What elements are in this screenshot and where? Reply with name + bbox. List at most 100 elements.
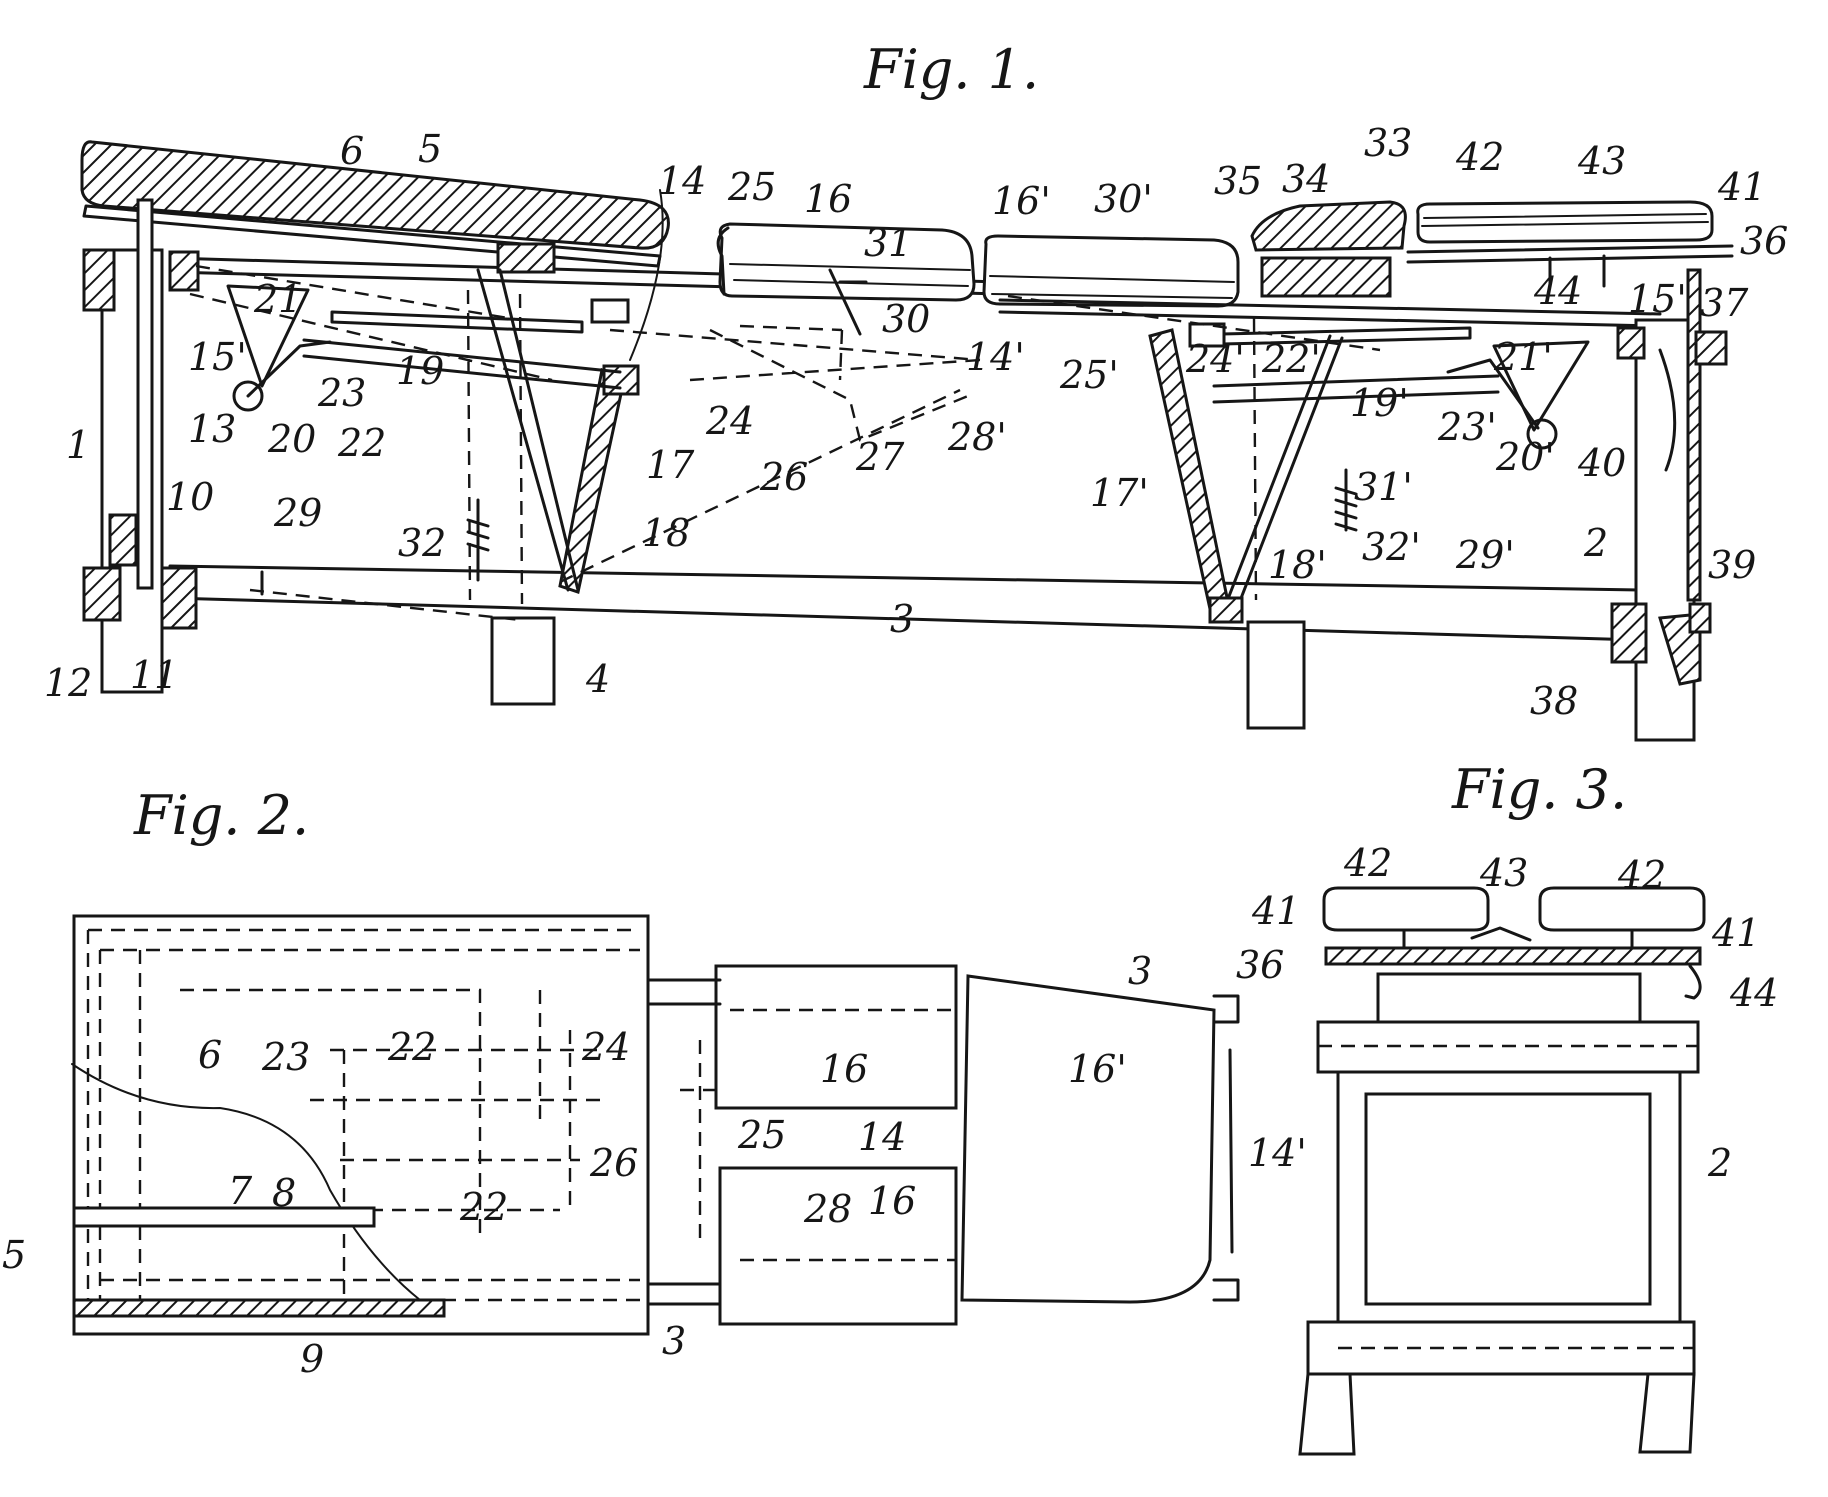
rod-19	[302, 338, 622, 390]
ref-numeral: 16'	[992, 179, 1051, 223]
bottom-rail-3	[168, 564, 1642, 592]
cushion-42-right	[1538, 886, 1706, 932]
leg-right-end	[1638, 1372, 1696, 1454]
link-40	[1658, 348, 1677, 472]
seat-cushion-16	[718, 222, 976, 302]
ref-numeral: 36	[1740, 219, 1788, 263]
hook-44-end	[1684, 964, 1702, 1000]
leg-rest-lines	[1421, 213, 1709, 227]
wedge-21	[226, 284, 310, 388]
block-24	[590, 298, 630, 324]
ref-numeral: 31'	[1354, 465, 1413, 509]
center-hidden	[680, 1008, 956, 1262]
ref-numeral: 8	[272, 1171, 296, 1215]
ref-numeral: 19	[396, 349, 444, 393]
brace-pivot-right	[1208, 596, 1244, 624]
ref-numeral: 7	[228, 1169, 253, 1213]
ref-numeral: 3	[662, 1319, 686, 1363]
block-12	[82, 566, 122, 622]
ref-numeral: 25	[727, 165, 776, 209]
link-23prime	[1446, 358, 1540, 430]
bracket-43	[1402, 926, 1634, 950]
brace-18	[476, 268, 580, 592]
bracket-39	[1688, 602, 1712, 634]
ref-numeral: 38	[1530, 679, 1578, 723]
ref-numeral: 26	[759, 455, 808, 499]
ref-numeral: 35	[1214, 159, 1262, 203]
ref-numeral: 18	[642, 511, 690, 555]
ref-numeral: 20'	[1495, 435, 1555, 479]
ref-numeral: 32	[398, 521, 446, 565]
leg-left-end	[1298, 1372, 1356, 1456]
plate-36	[1406, 244, 1734, 264]
fig1-title: Fig. 1.	[863, 38, 1039, 101]
ref-numeral: 30'	[1094, 177, 1153, 221]
rail-block-head	[168, 250, 200, 292]
link-23	[246, 340, 332, 398]
ref-numeral: 18'	[1268, 543, 1327, 587]
fig3-title: Fig. 3.	[1451, 758, 1627, 821]
spring-32prime	[1334, 468, 1358, 532]
ref-numeral: 24	[581, 1025, 630, 1069]
ref-numeral: 19'	[1350, 381, 1409, 425]
post-37	[1686, 268, 1702, 602]
plan-hidden-frame	[86, 928, 640, 1320]
center-pad-2	[718, 1166, 958, 1326]
seat-16prime-stripe	[989, 275, 1235, 299]
ref-numeral: 44	[1533, 269, 1582, 313]
brace-pivot-left	[602, 364, 640, 396]
ref-numeral: 36	[1236, 943, 1284, 987]
plate-36-end	[1324, 946, 1702, 966]
ref-numeral: 2	[1707, 1141, 1732, 1185]
ref-numeral: 24	[705, 399, 754, 443]
ref-numeral: 3	[1128, 949, 1152, 993]
foot-rail	[1212, 994, 1240, 1302]
ref-numeral: 14	[658, 159, 706, 203]
center-pad-1	[714, 964, 958, 1110]
roller-20	[232, 380, 264, 412]
ref-numeral: 25	[737, 1113, 786, 1157]
cylinder-22	[330, 310, 584, 334]
figure-3-end-view	[1298, 886, 1706, 1456]
ref-numeral: 34	[1282, 157, 1330, 201]
rod-10	[136, 198, 154, 590]
head-cushion	[80, 140, 670, 250]
frame-9	[72, 1298, 446, 1318]
ref-numeral: 21'	[1493, 335, 1553, 379]
ref-numeral: 17'	[1090, 471, 1149, 515]
ref-numeral: 6	[198, 1033, 222, 1077]
ref-numeral: 14	[858, 1115, 906, 1159]
leg-rest-42	[1416, 200, 1714, 244]
ref-numeral: 5	[2, 1233, 26, 1277]
ref-numeral: 5	[418, 127, 442, 171]
ref-numeral: 13	[188, 407, 236, 451]
ref-numeral: 27	[855, 435, 905, 479]
figure-2-plan-view	[71, 914, 1240, 1336]
ref-numeral: 15'	[1628, 277, 1687, 321]
foot-cushion-plan	[960, 974, 1216, 1304]
ref-numeral: 33	[1364, 121, 1412, 165]
ref-numeral: 2	[1583, 521, 1608, 565]
post-cap-left	[82, 248, 116, 312]
figure-1-side-elevation	[80, 140, 1734, 742]
post-cap-right	[1694, 330, 1728, 366]
fig2-title: Fig. 2.	[133, 784, 309, 847]
ref-numeral: 30	[882, 297, 930, 341]
head-cushion-plan	[72, 914, 650, 1336]
seat-cushion-16prime	[982, 234, 1240, 308]
ref-numeral: 24'	[1185, 337, 1245, 381]
ref-numeral: 22	[387, 1025, 436, 1069]
rod-19prime	[1212, 374, 1500, 404]
ref-numeral: 9	[300, 1337, 324, 1381]
ref-numeral: 16'	[1068, 1047, 1127, 1091]
bottom-rail-3-lower	[168, 596, 1642, 642]
ref-numeral: 11	[130, 653, 178, 697]
ref-numeral: 42	[1617, 853, 1666, 897]
hidden-lines-right	[1007, 294, 1381, 601]
fig3-reference-numerals: 42 43 42 41 41 36 44 2	[1236, 841, 1778, 1185]
ref-numeral: 22'	[1261, 337, 1321, 381]
block-24prime	[1188, 322, 1226, 348]
ref-numeral: 17	[646, 443, 695, 487]
ref-numeral: 16	[804, 177, 852, 221]
leg-4	[490, 616, 556, 706]
